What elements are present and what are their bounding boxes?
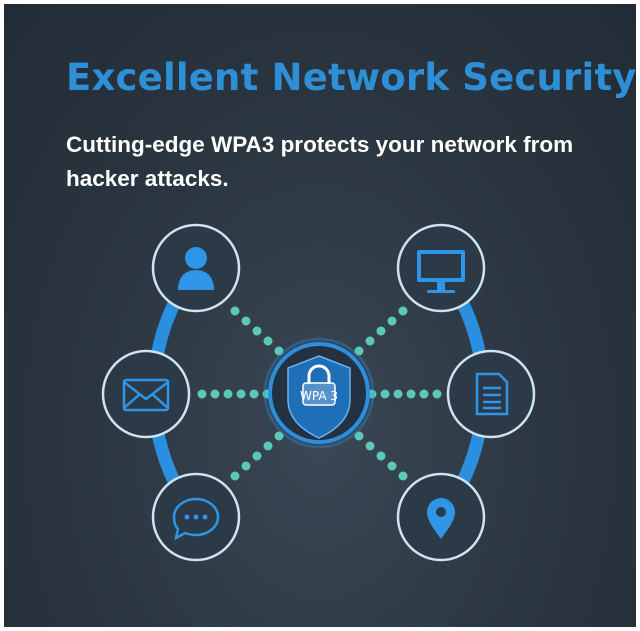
- user-icon: [178, 247, 214, 290]
- shield-icon: [287, 355, 351, 439]
- subheadline: Cutting-edge WPA3 protects your network …: [66, 132, 574, 191]
- envelope-icon: [122, 378, 170, 412]
- background-panel: Excellent Network Security Cutting-edge …: [4, 4, 636, 627]
- badge-label: WPA 3: [300, 389, 338, 403]
- chat-bubble-icon: [172, 497, 220, 541]
- monitor-node: [396, 223, 486, 313]
- document-node: [446, 349, 536, 439]
- connector-location: [354, 431, 408, 481]
- padlock-body: [302, 382, 336, 406]
- mail-node: [101, 349, 191, 439]
- chat-node: [151, 472, 241, 562]
- location-pin-icon: [427, 498, 455, 539]
- monitor-icon: [417, 250, 465, 293]
- dotted-connectors: [197, 306, 442, 481]
- padlock-shackle: [307, 364, 331, 384]
- headline: Excellent Network Security: [66, 56, 636, 99]
- connector-document: [367, 389, 442, 399]
- connector-chat: [230, 431, 284, 481]
- document-icon: [475, 372, 509, 416]
- wpa3-badge: WPA 3: [263, 337, 375, 449]
- location-node: [396, 472, 486, 562]
- user-node: [151, 223, 241, 313]
- connector-mail: [197, 389, 272, 399]
- connector-user: [230, 306, 284, 356]
- connector-monitor: [354, 306, 408, 356]
